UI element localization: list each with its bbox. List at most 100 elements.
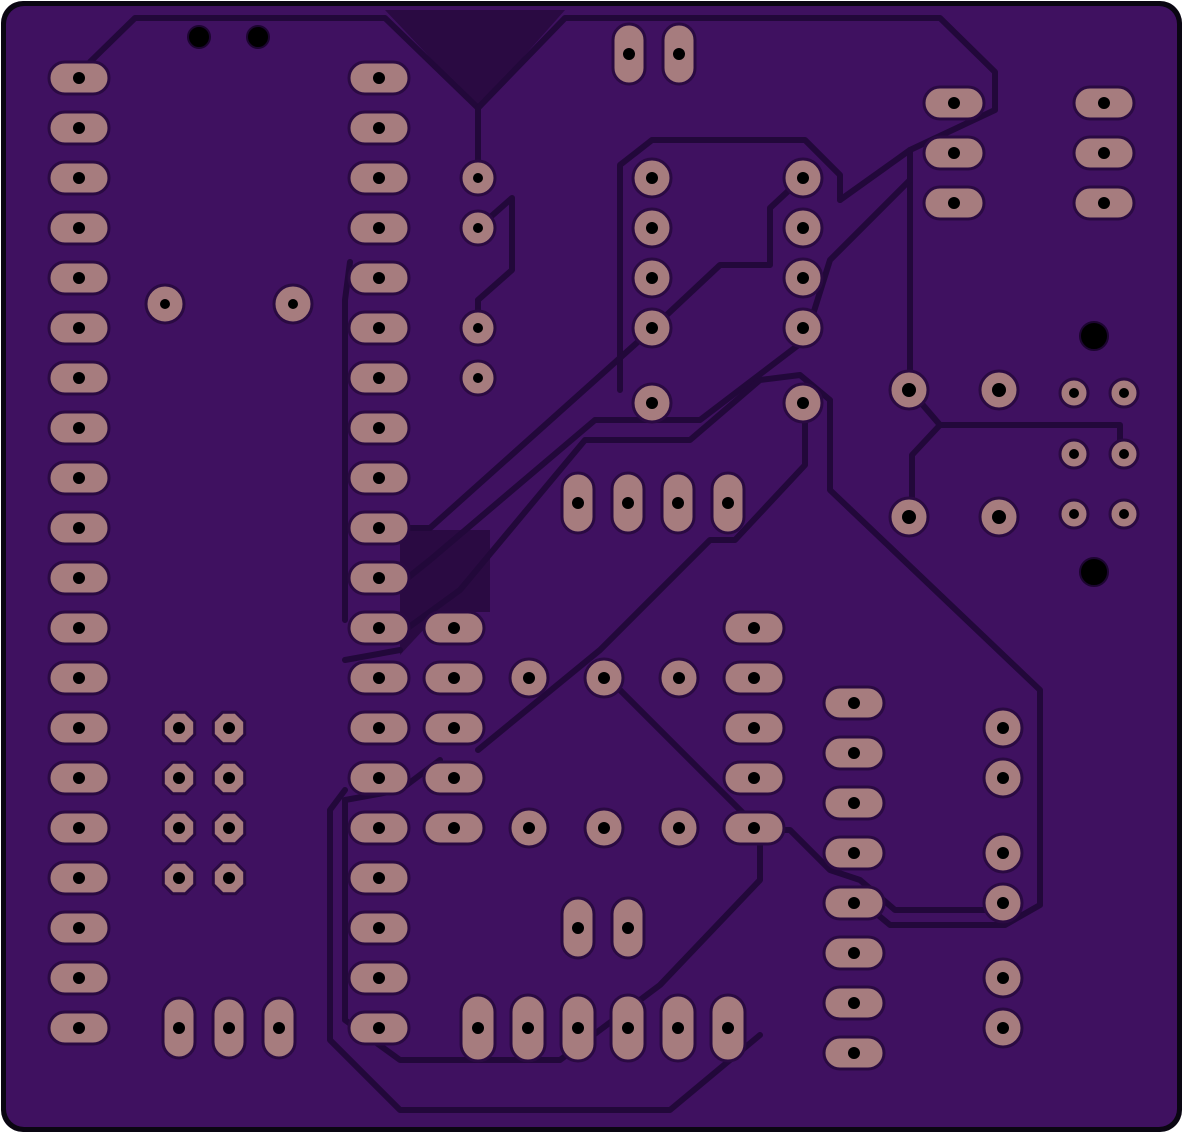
round-pad [631,157,673,199]
round-pad [888,369,930,411]
oval-pad [559,993,597,1063]
oval-pad [347,760,411,796]
oval-pad [822,935,886,971]
drill-hole [187,25,211,49]
round-pad [982,882,1024,924]
oval-pad [722,710,786,746]
oval-pad [47,960,111,996]
round-pad [888,496,930,538]
round-pad [782,157,824,199]
round-pad [978,369,1020,411]
octagon-pad [211,810,247,846]
round-pad [631,307,673,349]
copper-pour-mid [400,530,490,655]
oval-pad [822,785,886,821]
round-pad [459,209,497,247]
oval-pad [347,560,411,596]
round-pad [978,496,1020,538]
round-pad [982,1007,1024,1049]
oval-pad [347,610,411,646]
round-pad [658,807,700,849]
oval-pad [609,993,647,1063]
oval-pad [661,22,697,86]
oval-pad [347,910,411,946]
trace [402,177,913,583]
oval-pad [347,110,411,146]
oval-pad [347,660,411,696]
oval-pad [347,360,411,396]
oval-pad [509,993,547,1063]
oval-pad [47,260,111,296]
oval-pad [347,310,411,346]
oval-pad [47,60,111,96]
octagon-pad [161,860,197,896]
round-pad [631,382,673,424]
oval-pad [722,660,786,696]
oval-pad [47,110,111,146]
oval-pad [659,993,697,1063]
round-pad [1058,498,1090,530]
trace [402,372,1043,928]
oval-pad [709,993,747,1063]
oval-pad [922,185,986,221]
round-pad [782,307,824,349]
oval-pad [47,210,111,246]
oval-pad [47,310,111,346]
round-pad [658,657,700,699]
round-pad [583,657,625,699]
round-pad [459,309,497,347]
oval-pad [47,610,111,646]
trace [475,402,808,753]
oval-pad [347,710,411,746]
round-pad [508,657,550,699]
trace [87,15,481,181]
oval-pad [1072,85,1136,121]
round-pad [1108,377,1140,409]
oval-pad [347,1010,411,1046]
oval-pad [722,760,786,796]
oval-pad [347,210,411,246]
drill-hole [246,25,270,49]
trace [617,137,843,393]
oval-pad [710,471,746,535]
oval-pad [47,660,111,696]
oval-pad [822,1035,886,1071]
round-pad [144,283,186,325]
oval-pad [347,460,411,496]
oval-pad [261,996,297,1060]
oval-pad [822,885,886,921]
oval-pad [347,960,411,996]
trace [402,177,803,531]
octagon-pad [211,860,247,896]
oval-pad [822,835,886,871]
round-pad [782,257,824,299]
oval-pad [822,685,886,721]
oval-pad [722,610,786,646]
holes [187,25,1109,587]
round-pad [782,382,824,424]
round-pad [982,957,1024,999]
oval-pad [47,360,111,396]
round-pad [583,807,625,849]
oval-pad [822,985,886,1021]
oval-pad [347,510,411,546]
oval-pad [922,85,986,121]
oval-pad [922,135,986,171]
oval-pad [47,810,111,846]
oval-pad [47,760,111,796]
round-pad [459,159,497,197]
octagon-pad [161,810,197,846]
copper-pours [385,10,565,655]
oval-pad [47,410,111,446]
round-pad [1108,498,1140,530]
oval-pad [347,260,411,296]
trace [327,787,763,1113]
round-pad [631,257,673,299]
round-pad [982,832,1024,874]
round-pad [982,707,1024,749]
traces [87,15,1123,1113]
oval-pad [610,471,646,535]
oval-pad [47,860,111,896]
drill-hole [1079,557,1109,587]
